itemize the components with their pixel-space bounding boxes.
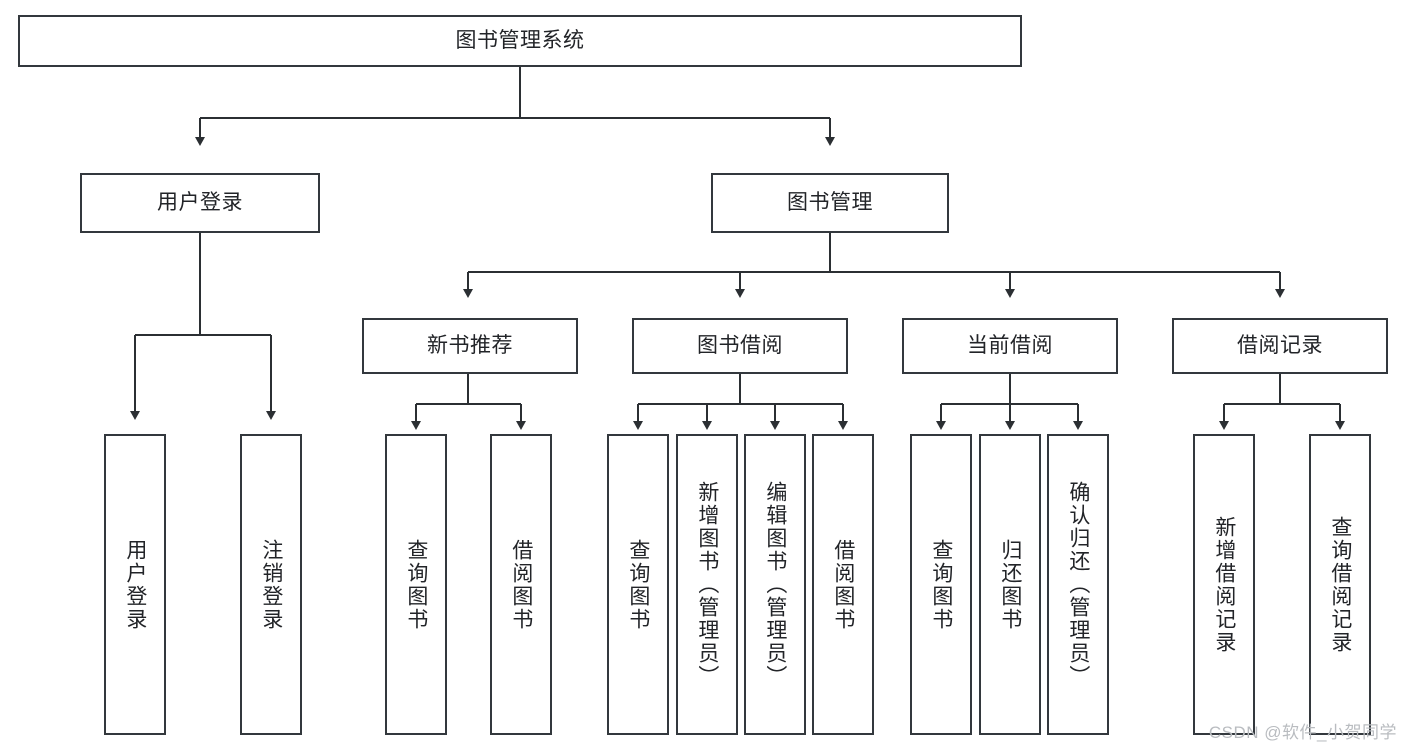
leaf-logout-login-label: 注销登录 <box>259 538 283 631</box>
leaf-user-login-label: 用户登录 <box>123 538 147 631</box>
leaf-query-book-3-label: 查询图书 <box>929 538 953 631</box>
node-new-book-recommend-label: 新书推荐 <box>427 333 513 357</box>
node-book-manage-label: 图书管理 <box>787 190 873 214</box>
leaf-logout-login[interactable]: 注销登录 <box>240 434 302 735</box>
leaf-query-record[interactable]: 查询借阅记录 <box>1309 434 1371 735</box>
leaf-confirm-return[interactable]: 确认归还（管理员） <box>1047 434 1109 735</box>
leaf-edit-book[interactable]: 编辑图书（管理员） <box>744 434 806 735</box>
leaf-return-book-label: 归还图书 <box>998 538 1022 631</box>
node-current-borrow[interactable]: 当前借阅 <box>902 318 1118 374</box>
leaf-confirm-return-label: 确认归还（管理员） <box>1066 481 1090 688</box>
node-book-borrow[interactable]: 图书借阅 <box>632 318 848 374</box>
node-borrow-record-label: 借阅记录 <box>1237 333 1323 357</box>
node-user-login-label: 用户登录 <box>157 190 243 214</box>
leaf-borrow-book-1[interactable]: 借阅图书 <box>490 434 552 735</box>
node-book-borrow-label: 图书借阅 <box>697 333 783 357</box>
node-current-borrow-label: 当前借阅 <box>967 333 1053 357</box>
leaf-query-book-2[interactable]: 查询图书 <box>607 434 669 735</box>
leaf-borrow-book-2-label: 借阅图书 <box>831 538 855 631</box>
leaf-user-login[interactable]: 用户登录 <box>104 434 166 735</box>
leaf-query-book-2-label: 查询图书 <box>626 538 650 631</box>
leaf-add-record-label: 新增借阅记录 <box>1212 515 1236 654</box>
leaf-query-book-3[interactable]: 查询图书 <box>910 434 972 735</box>
leaf-borrow-book-1-label: 借阅图书 <box>509 538 533 631</box>
node-book-manage[interactable]: 图书管理 <box>711 173 949 233</box>
node-user-login[interactable]: 用户登录 <box>80 173 320 233</box>
leaf-query-book-1-label: 查询图书 <box>404 538 428 631</box>
leaf-add-record[interactable]: 新增借阅记录 <box>1193 434 1255 735</box>
node-root-label: 图书管理系统 <box>455 28 585 52</box>
leaf-borrow-book-2[interactable]: 借阅图书 <box>812 434 874 735</box>
leaf-query-book-1[interactable]: 查询图书 <box>385 434 447 735</box>
leaf-edit-book-label: 编辑图书（管理员） <box>763 481 787 688</box>
leaf-add-book[interactable]: 新增图书（管理员） <box>676 434 738 735</box>
leaf-return-book[interactable]: 归还图书 <box>979 434 1041 735</box>
node-borrow-record[interactable]: 借阅记录 <box>1172 318 1388 374</box>
leaf-query-record-label: 查询借阅记录 <box>1328 515 1352 654</box>
leaf-add-book-label: 新增图书（管理员） <box>695 481 719 688</box>
node-new-book-recommend[interactable]: 新书推荐 <box>362 318 578 374</box>
node-root-book-management-system[interactable]: 图书管理系统 <box>18 15 1022 67</box>
